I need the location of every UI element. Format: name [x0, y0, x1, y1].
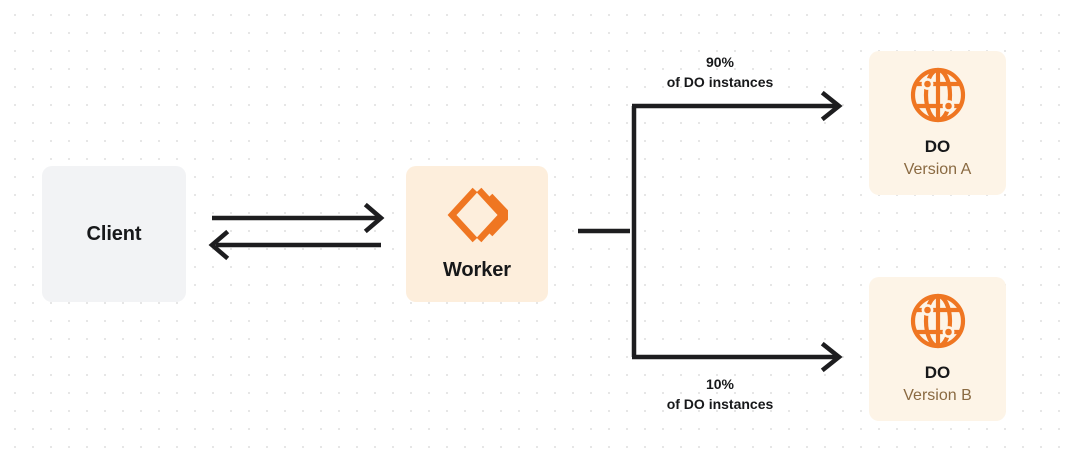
edge-label-do-b: 10% of DO instances [612, 374, 828, 415]
node-client-label: Client [86, 222, 142, 245]
edge-worker-to-client [208, 229, 381, 261]
edge-label-do-b-percent: 10% [705, 376, 735, 392]
node-worker-label: Worker [443, 258, 511, 281]
edge-worker-to-do-b [632, 341, 843, 373]
node-worker[interactable]: Worker [406, 166, 548, 302]
edge-label-do-b-text: of DO instances [666, 396, 774, 413]
node-do-b-sublabel: Version B [903, 386, 972, 404]
node-do-version-a[interactable]: DO Version A [869, 51, 1006, 195]
edge-label-do-a-text: of DO instances [666, 74, 774, 91]
edge-worker-to-do-a [632, 90, 843, 122]
node-do-a-label: DO [924, 136, 951, 156]
edge-label-do-a: 90% of DO instances [612, 52, 828, 93]
node-do-a-sublabel: Version A [903, 160, 972, 178]
edge-label-do-a-percent: 90% [705, 54, 735, 70]
node-do-b-label: DO [924, 362, 951, 382]
edge-client-to-worker [212, 202, 385, 234]
durable-object-globe-icon [909, 292, 967, 350]
durable-object-globe-icon [909, 66, 967, 124]
node-do-version-b[interactable]: DO Version B [869, 277, 1006, 421]
node-client[interactable]: Client [42, 166, 186, 302]
cloudflare-workers-icon [446, 186, 513, 244]
